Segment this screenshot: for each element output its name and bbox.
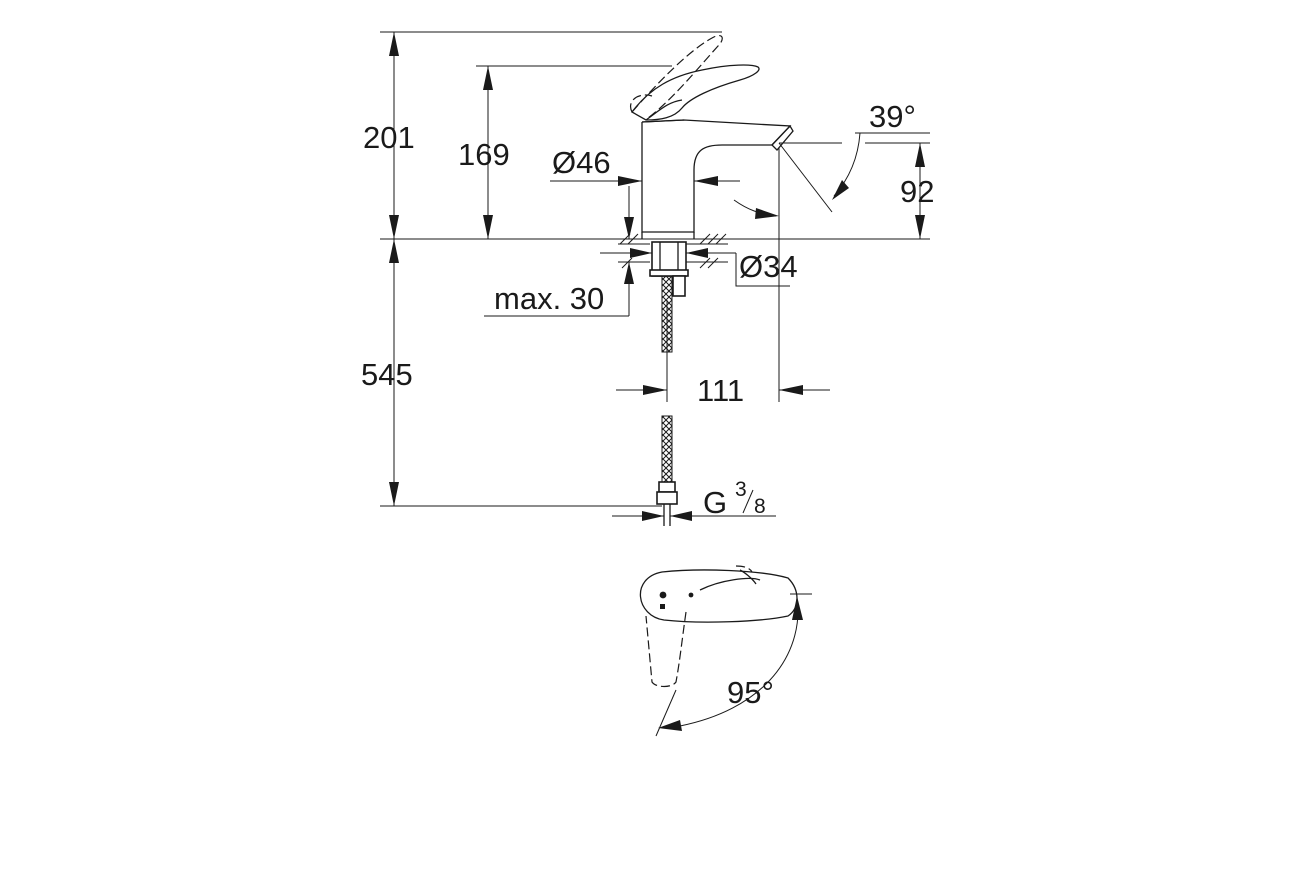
label-diameter-46: Ø46 — [552, 145, 611, 180]
label-201: 201 — [363, 120, 415, 155]
label-angle-39: 39° — [869, 99, 916, 134]
label-max-30: max. 30 — [494, 281, 604, 316]
dimension-34 — [600, 248, 790, 287]
deck-mounting — [618, 233, 728, 297]
label-111: 111 — [697, 373, 744, 408]
label-92: 92 — [900, 174, 934, 209]
dimension-39deg — [733, 132, 930, 219]
label-thread-denominator: 8 — [754, 495, 766, 518]
dimension-thread — [612, 511, 776, 521]
dimension-max30 — [484, 186, 634, 317]
dimension-169 — [483, 66, 493, 239]
dimension-92 — [915, 143, 925, 239]
flex-hose — [656, 275, 678, 526]
faucet-top-view — [639, 565, 812, 737]
label-thread-numerator: 3 — [735, 478, 747, 501]
label-545: 545 — [361, 357, 413, 392]
label-angle-95: 95° — [727, 675, 774, 710]
dimension-111 — [616, 385, 830, 395]
label-169: 169 — [458, 137, 510, 172]
label-diameter-34: Ø34 — [739, 249, 798, 284]
label-thread-slash — [742, 489, 754, 514]
label-thread-g: G — [703, 485, 727, 520]
dimension-201 — [389, 32, 399, 239]
dimension-46 — [550, 176, 740, 186]
faucet-side-view — [630, 34, 794, 239]
extension-lines — [380, 31, 930, 507]
dimension-545 — [389, 239, 399, 506]
dimension-labels: 201 169 Ø46 39° 92 Ø34 max. 30 545 111 G… — [361, 99, 934, 710]
